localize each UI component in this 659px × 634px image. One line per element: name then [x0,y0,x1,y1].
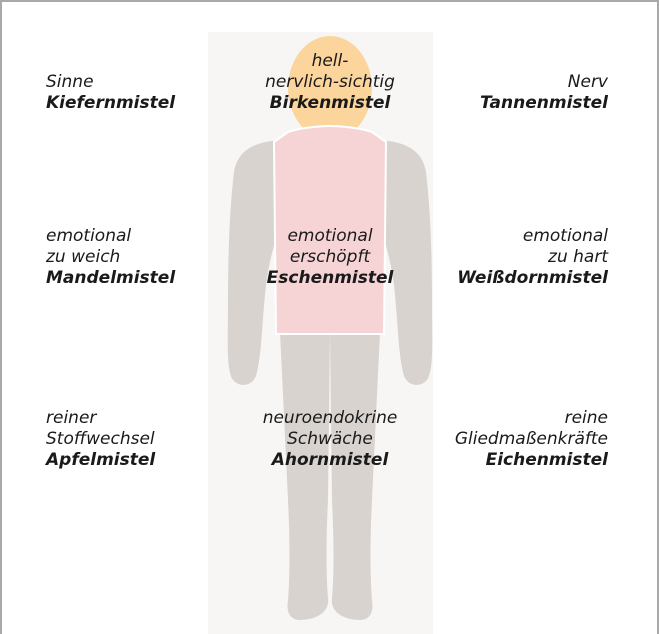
label-mid-left-line-1: emotional [46,226,175,247]
label-bottom-center-name: Ahornmistel [230,450,430,471]
label-top-center-name: Birkenmistel [240,93,420,114]
label-bottom-left-line-2: Stoffwechsel [46,429,155,450]
label-mid-right: emotional zu hart Weißdornmistel [430,226,608,289]
label-top-right: Nerv Tannenmistel [430,72,608,114]
label-top-left-name: Kiefernmistel [46,93,175,114]
label-mid-left-line-2: zu weich [46,247,175,268]
label-top-right-line-1: Nerv [430,72,608,93]
label-bottom-center-line-1: neuroendokrine [230,408,430,429]
label-mid-right-line-1: emotional [430,226,608,247]
label-bottom-right-line-2: Gliedmaßenkräfte [420,429,608,450]
label-bottom-center-line-2: Schwäche [230,429,430,450]
label-bottom-left-name: Apfelmistel [46,450,155,471]
label-bottom-center: neuroendokrine Schwäche Ahornmistel [230,408,430,471]
label-mid-left-name: Mandelmistel [46,268,175,289]
label-top-center-line-1: hell- [240,51,420,72]
label-bottom-right: reine Gliedmaßenkräfte Eichenmistel [420,408,608,471]
label-top-left-line-1: Sinne [46,72,175,93]
label-mid-center-line-2: erschöpft [240,247,420,268]
label-mid-center-line-1: emotional [240,226,420,247]
label-top-center-line-2: nervlich-sichtig [240,72,420,93]
label-mid-right-name: Weißdornmistel [430,268,608,289]
label-mid-left: emotional zu weich Mandelmistel [46,226,175,289]
label-mid-center: emotional erschöpft Eschenmistel [240,226,420,289]
label-bottom-left: reiner Stoffwechsel Apfelmistel [46,408,155,471]
label-top-center: hell- nervlich-sichtig Birkenmistel [240,51,420,114]
label-top-left: Sinne Kiefernmistel [46,72,175,114]
label-bottom-right-name: Eichenmistel [420,450,608,471]
label-mid-right-line-2: zu hart [430,247,608,268]
label-bottom-left-line-1: reiner [46,408,155,429]
label-bottom-right-line-1: reine [420,408,608,429]
label-top-right-name: Tannenmistel [430,93,608,114]
label-mid-center-name: Eschenmistel [240,268,420,289]
